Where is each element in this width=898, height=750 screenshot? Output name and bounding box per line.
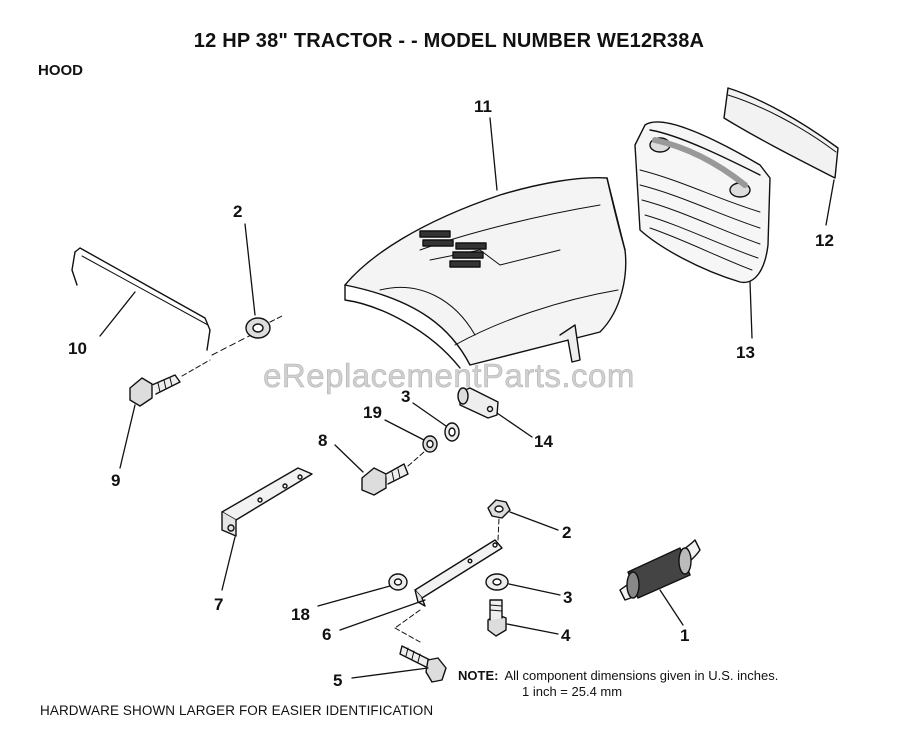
leader-4 [506,623,559,635]
callout-13: 13 [736,343,755,362]
leader-18 [317,585,391,607]
leader-10 [99,291,136,337]
leader-1 [659,589,684,626]
callout-3-upper: 3 [401,387,410,406]
callout-18: 18 [291,605,310,624]
leader-19 [384,419,425,441]
callout-2-lower: 2 [562,523,571,542]
hood-part-11 [344,176,627,369]
note-text: All component dimensions given in U.S. i… [504,668,779,683]
dimension-note: NOTE: All component dimensions given in U… [458,668,778,700]
callout-10: 10 [68,339,87,358]
bracket-part-7 [221,467,313,537]
nut-part-2-upper [245,317,271,339]
callout-1: 1 [680,626,689,645]
callout-9: 9 [111,471,120,490]
leader-6 [339,599,426,631]
bracket-part-6 [414,539,503,607]
leader-dashed-10 [211,332,256,356]
bracket-part-14 [457,387,499,419]
leader-2-lower [509,511,559,531]
callout-4: 4 [561,626,571,645]
watermark: eReplacementParts.com [263,357,635,395]
hardware-footnote: HARDWARE SHOWN LARGER FOR EASIER IDENTIF… [40,703,434,718]
rod-part-10 [71,247,211,351]
leader-9 [119,404,136,469]
callout-14: 14 [534,432,553,451]
leader-7 [221,536,236,591]
diagram-title: 12 HP 38" TRACTOR - - MODEL NUMBER WE12R… [193,30,705,52]
insert-part-12 [723,87,839,179]
callout-7: 7 [214,595,223,614]
leader-5 [351,667,429,679]
leader-11 [489,117,498,191]
leader-14 [496,412,533,438]
wrap-part-1 [619,539,701,601]
nut-part-2-lower [487,499,511,519]
section-label: HOOD [38,62,83,79]
callout-11: 11 [474,97,492,116]
note-label: NOTE: [458,668,499,683]
leader-2-upper [244,223,256,316]
bolt-part-5 [399,645,447,683]
bolt-part-4 [487,599,507,637]
callout-5: 5 [333,671,342,690]
grille-part-13 [634,121,771,283]
callout-3-lower: 3 [563,588,572,607]
note-conversion: 1 inch = 25.4 mm [522,684,623,699]
callout-19: 19 [363,403,382,422]
bolt-part-9 [129,374,181,407]
callout-8: 8 [318,431,327,450]
bolt-part-8 [361,463,409,496]
callout-6: 6 [322,625,331,644]
callout-2-upper: 2 [233,202,242,221]
leader-12 [825,179,835,226]
leader-8 [334,444,364,473]
leader-3-upper [412,402,447,427]
leader-13 [749,281,753,339]
leader-3-lower [508,583,561,596]
callout-12: 12 [815,231,834,250]
